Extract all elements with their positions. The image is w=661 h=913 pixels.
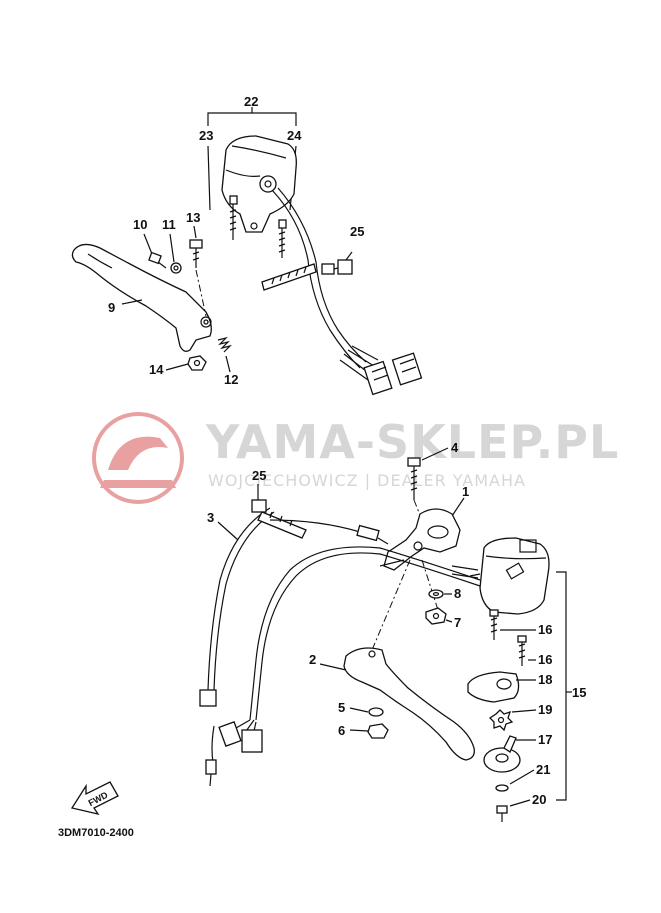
screw-23 (229, 195, 238, 240)
watermark-logo (92, 412, 184, 504)
star-washer-19 (488, 709, 514, 732)
bushing-5 (368, 707, 384, 717)
part-number-18: 18 (538, 672, 552, 687)
handlebar-switch-right (469, 537, 550, 615)
bolt-10 (148, 251, 167, 269)
part-number-19: 19 (538, 702, 552, 717)
brake-lever-2 (343, 647, 475, 761)
pivot-bolt-13 (189, 239, 203, 268)
part-number-11: 11 (162, 217, 176, 232)
part-number-12: 12 (224, 372, 238, 387)
part-number-23: 23 (199, 128, 213, 143)
part-number-25-bottom: 25 (252, 468, 266, 483)
watermark-subtitle: WOJCIECHOWICZ | DEALER YAMAHA (208, 471, 526, 490)
part-number-16-b: 16 (538, 652, 552, 667)
part-number-17: 17 (538, 732, 552, 747)
cable-tie-25-bottom (251, 499, 307, 539)
part-number-8: 8 (454, 586, 461, 601)
part-number-15: 15 (572, 685, 586, 700)
wire-harness-right (205, 546, 481, 787)
screw-16-a (489, 609, 499, 640)
part-number-16-a: 16 (538, 622, 552, 637)
nut-7 (425, 607, 447, 625)
part-number-1: 1 (462, 484, 469, 499)
fwd-arrow-icon: FWD (70, 781, 119, 816)
washer-21 (495, 784, 509, 792)
connector-25 (321, 251, 353, 275)
washer-8 (428, 589, 444, 599)
document-code: 3DM7010-2400 (58, 827, 134, 839)
part-number-14: 14 (149, 362, 164, 377)
part-22-bracket (207, 107, 297, 126)
screw-20 (496, 805, 508, 822)
spring-12 (217, 336, 232, 353)
part-number-10: 10 (133, 217, 147, 232)
cable-connector (269, 519, 389, 545)
part-number-25-top: 25 (350, 224, 364, 239)
clutch-lever-9 (71, 243, 212, 352)
washer-11 (170, 262, 182, 274)
wire-3 (199, 507, 275, 707)
part-number-5: 5 (338, 700, 345, 715)
part-number-2: 2 (309, 652, 316, 667)
part-number-7: 7 (454, 615, 461, 630)
part-number-4: 4 (451, 440, 459, 455)
part-number-13: 13 (186, 210, 200, 225)
switch-knob-17 (483, 735, 521, 773)
part-number-3: 3 (207, 510, 214, 525)
part-number-22: 22 (244, 94, 258, 109)
cable-tie-25-top (261, 263, 317, 291)
part-15-bracket (556, 571, 572, 801)
nut-6 (367, 723, 389, 739)
nut-14 (187, 355, 207, 371)
wire-harness-left (271, 187, 423, 396)
handlebar-switch-left (221, 135, 297, 233)
screw-24 (278, 219, 287, 258)
part-number-9: 9 (108, 300, 115, 315)
bolt-4 (407, 457, 421, 500)
part-number-20: 20 (532, 792, 546, 807)
switch-base-18 (467, 671, 520, 703)
part-number-6: 6 (338, 723, 345, 738)
part-number-21: 21 (536, 762, 550, 777)
screw-16-b (517, 635, 527, 666)
part-number-24: 24 (287, 128, 302, 143)
